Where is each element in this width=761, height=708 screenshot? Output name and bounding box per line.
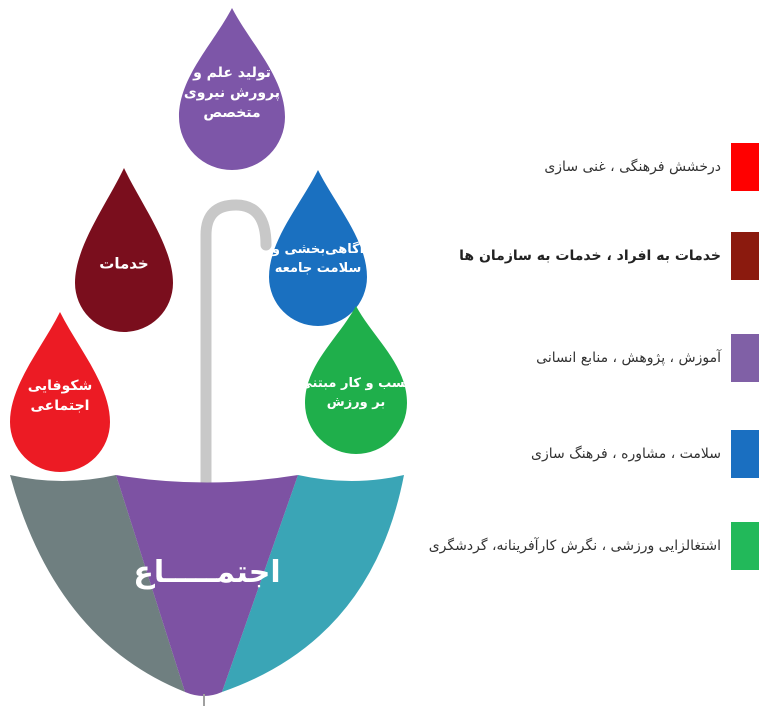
- drop-shape: [305, 306, 407, 454]
- drop-label-line: بر ورزش: [327, 395, 385, 410]
- canopy-panel-left: [10, 475, 185, 692]
- drop-research: تولید علم و پرورش نیروی متخصص: [179, 8, 285, 170]
- legend-swatch: [731, 232, 759, 280]
- umbrella-diagram: اجتمـــــاع تولید علم و پرورش نیروی متخصص خ…: [10, 8, 413, 706]
- legend-label: خدمات به افراد ، خدمات به سازمان ها: [459, 248, 721, 264]
- legend-item: آموزش ، پژوهش ، منابع انسانی: [400, 334, 761, 384]
- drop-shape: [269, 170, 367, 326]
- legend-swatch: [731, 143, 759, 191]
- umbrella-handle: [200, 199, 272, 501]
- center-label: اجتمـــــاع: [133, 555, 280, 590]
- drop-shape: [75, 168, 173, 332]
- legend-item: اشتغالزایی ورزشی ، نگرش کارآفرینانه، گرد…: [400, 522, 761, 572]
- drop-label-line: سلامت جامعه: [275, 261, 362, 276]
- drop-label-line: آگاهی‌بخشی و: [271, 240, 365, 257]
- legend-swatch: [731, 430, 759, 478]
- drop-social: شکوفایی اجتماعی: [10, 312, 110, 472]
- legend-label: سلامت ، مشاوره ، فرهنگ سازی: [531, 446, 721, 462]
- legend-swatch: [731, 522, 759, 570]
- legend-item: سلامت ، مشاوره ، فرهنگ سازی: [400, 430, 761, 480]
- drop-label-line: پرورش نیروی: [184, 85, 280, 101]
- drop-label-line: اجتماعی: [31, 398, 90, 414]
- drop-label-line: تولید علم و: [192, 65, 271, 81]
- drop-label-line: متخصص: [203, 105, 260, 121]
- drop-label-line: خدمات: [99, 254, 148, 272]
- canopy-panel-center: [116, 475, 298, 696]
- drop-shape: [179, 8, 285, 170]
- drop-label-line: کسب و کار مبتنی: [299, 376, 413, 391]
- canopy-panel-right: [222, 475, 404, 692]
- drop-business: کسب و کار مبتنی بر ورزش: [299, 306, 413, 454]
- drop-services: خدمات: [75, 168, 173, 332]
- legend-label: درخشش فرهنگی ، غنی سازی: [544, 159, 721, 175]
- drop-health: آگاهی‌بخشی و سلامت جامعه: [269, 170, 367, 326]
- legend-item: درخشش فرهنگی ، غنی سازی: [400, 143, 761, 193]
- legend-swatch: [731, 334, 759, 382]
- legend-label: اشتغالزایی ورزشی ، نگرش کارآفرینانه، گرد…: [428, 538, 721, 554]
- drop-label-line: شکوفایی: [28, 378, 93, 394]
- legend-item: خدمات به افراد ، خدمات به سازمان ها: [400, 232, 761, 282]
- drop-shape: [10, 312, 110, 472]
- legend-label: آموزش ، پژوهش ، منابع انسانی: [536, 350, 721, 366]
